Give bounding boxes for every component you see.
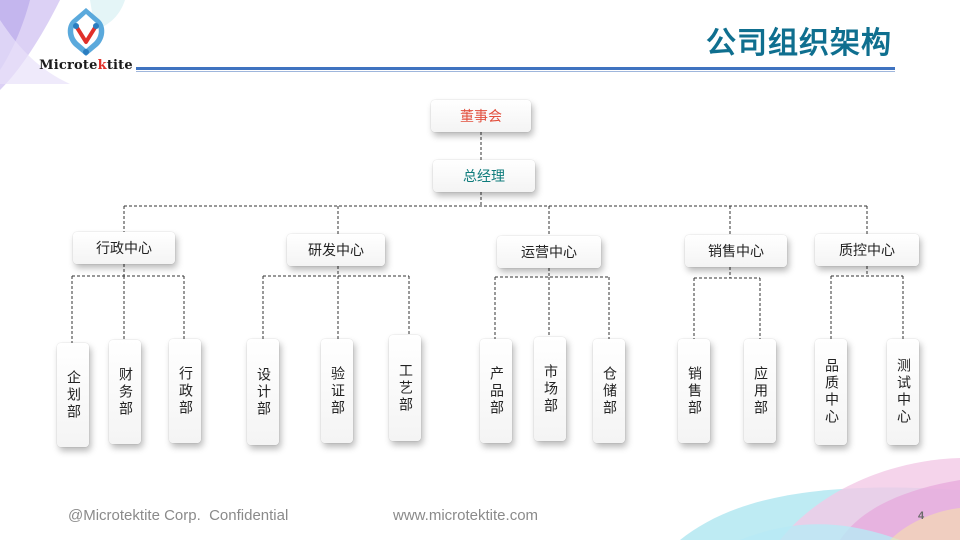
logo-icon [67,8,105,56]
node-dept-process: 工艺部 [389,335,421,441]
page-number: 4 [918,510,925,522]
node-dept-marketing: 市场部 [534,337,566,441]
footer-website: www.microtektite.com [393,507,539,524]
node-dept-verification: 验证部 [321,339,353,443]
node-dept-planning: 企划部 [57,343,89,447]
logo-wordmark: Microtektite [39,58,133,73]
header-divider-thin [136,71,895,72]
node-dept-sales: 销售部 [678,339,710,443]
corner-decoration-bottom-right [680,458,960,540]
node-dept-finance: 财务部 [109,340,141,444]
node-center-sales: 销售中心 [685,235,787,267]
node-center-qc: 质控中心 [815,234,919,266]
node-dept-product: 产品部 [480,339,512,443]
node-center-operations: 运营中心 [497,236,601,268]
node-dept-warehouse: 仓储部 [593,339,625,443]
node-center-admin: 行政中心 [73,232,175,264]
node-dept-design: 设计部 [247,339,279,445]
node-general-manager: 总经理 [433,160,535,192]
node-board: 董事会 [431,100,531,132]
node-dept-quality: 品质中心 [815,339,847,445]
node-dept-application: 应用部 [744,339,776,443]
node-center-rd: 研发中心 [287,234,385,266]
page-title: 公司组织架构 [706,26,892,61]
footer-copyright: @Microtektite Corp. Confidential [68,507,289,524]
company-logo: Microtektite [36,4,136,76]
header-divider [136,67,895,70]
node-dept-testing: 测试中心 [887,339,919,445]
node-dept-administration: 行政部 [169,339,201,443]
